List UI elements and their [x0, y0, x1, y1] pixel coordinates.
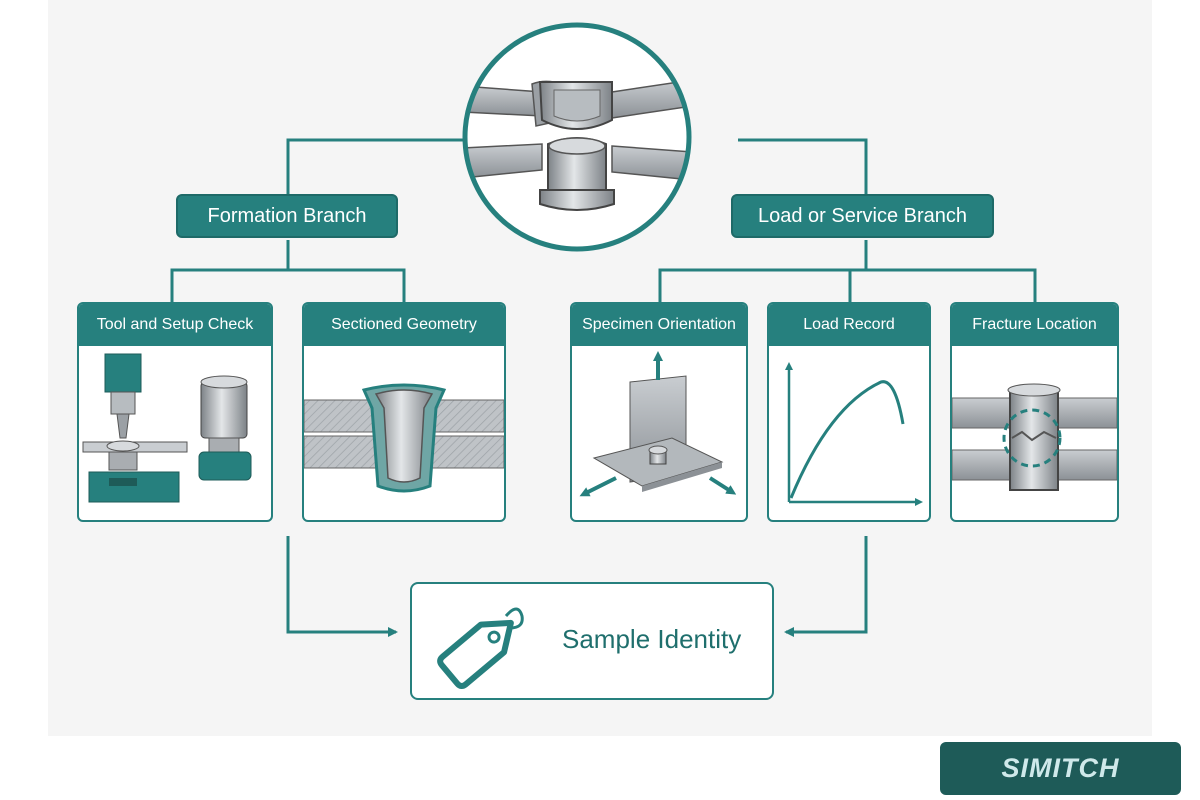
- hub-joint-illustration: [462, 20, 692, 259]
- load-service-branch: Load or Service Branch: [731, 194, 994, 238]
- load-curve-icon: [785, 362, 923, 506]
- card-title: Load Record: [769, 304, 929, 346]
- card-title: Fracture Location: [952, 304, 1117, 346]
- load-service-branch-label: Load or Service Branch: [757, 204, 967, 227]
- sample-identity-label: Sample Identity: [562, 624, 742, 654]
- card-sectioned-geometry: Sectioned Geometry: [302, 302, 506, 522]
- brand-logo-text: SIMITCH: [1001, 753, 1120, 783]
- card-title: Tool and Setup Check: [79, 304, 271, 346]
- card-title: Sectioned Geometry: [304, 304, 504, 346]
- formation-branch-label: Formation Branch: [207, 204, 367, 227]
- sample-identity-box: Sample Identity: [410, 582, 774, 700]
- card-title: Specimen Orientation: [572, 304, 746, 346]
- press-tool-icon: [82, 353, 252, 503]
- card-specimen-orientation: Specimen Orientation: [570, 302, 748, 522]
- formation-branch: Formation Branch: [176, 194, 398, 238]
- t-specimen-icon: [579, 351, 737, 497]
- fracture-icon: [952, 383, 1117, 491]
- card-tool-setup-check: Tool and Setup Check: [77, 302, 273, 522]
- brand-logo: SIMITCH: [940, 742, 1181, 795]
- rivet-section-icon: [304, 383, 504, 493]
- card-load-record: Load Record: [767, 302, 931, 522]
- tag-icon: [437, 607, 524, 690]
- hub-rivet-joint: [462, 22, 692, 252]
- card-fracture-location: Fracture Location: [950, 302, 1119, 522]
